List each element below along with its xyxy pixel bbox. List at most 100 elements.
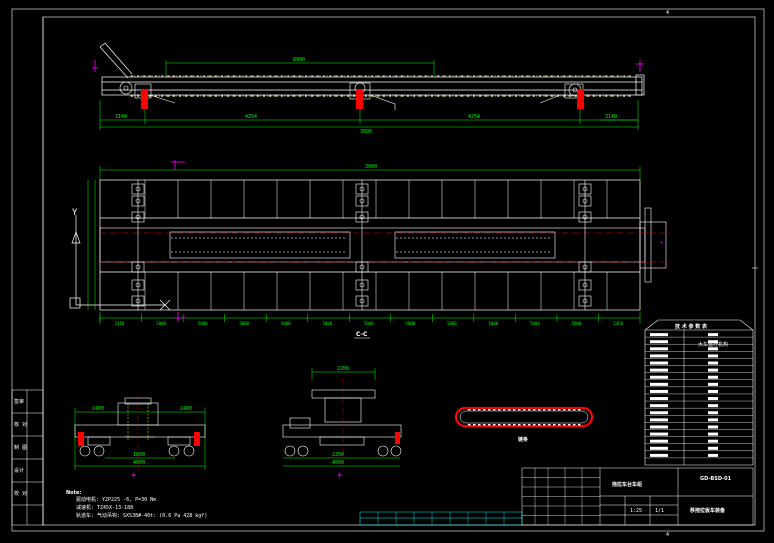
track-dot: [323, 251, 325, 253]
track-dot: [496, 237, 498, 239]
ucs-axis-icon: [69, 215, 171, 311]
chain-dot: [479, 75, 481, 77]
dim-top-overall: 3000: [360, 129, 372, 135]
chain-dot: [407, 75, 409, 77]
chain-dot: [323, 75, 325, 77]
chain-link: [543, 409, 546, 411]
track-dot: [396, 237, 398, 239]
track-dot: [428, 237, 430, 239]
track-dot: [291, 237, 293, 239]
track-dot: [472, 237, 474, 239]
track-dot: [239, 237, 241, 239]
chain-dot: [497, 75, 499, 77]
chain-link: [528, 424, 531, 426]
track-dot: [283, 237, 285, 239]
spec-row-value: [708, 333, 718, 337]
chain-dot: [203, 95, 205, 97]
chain-dot: [239, 75, 241, 77]
svg-text:1800: 1800: [133, 452, 145, 458]
chain-dot: [611, 75, 613, 77]
track-dot: [408, 251, 410, 253]
chain-dot: [605, 75, 607, 77]
track-dot: [436, 237, 438, 239]
chain-dot: [155, 75, 157, 77]
chain-link: [493, 424, 496, 426]
spec-row-value: [708, 446, 718, 450]
track-dot: [199, 237, 201, 239]
spec-row-label: [650, 375, 668, 379]
chain-link: [563, 424, 566, 426]
chain-dot: [269, 75, 271, 77]
spec-row-value: [708, 439, 718, 443]
side-view-left: 2400 2400 1800 4000 ╪: [74, 395, 206, 479]
spec-table-title: 技 术 参 数 表: [675, 323, 708, 330]
track-dot: [532, 237, 534, 239]
side-view-right: 2200 2250 4500 ╪: [282, 366, 402, 479]
track-dot: [279, 237, 281, 239]
chain-dot: [233, 95, 235, 97]
axis-y-label: Y: [72, 208, 78, 218]
strip-item: 设计: [14, 467, 24, 474]
spec-row-label: [650, 446, 668, 450]
chain-dot: [425, 95, 427, 97]
chain-link: [478, 409, 481, 411]
chain-link: [558, 409, 561, 411]
track-dot: [235, 237, 237, 239]
track-dot: [536, 251, 538, 253]
notes-heading: Note:: [66, 490, 81, 496]
chain-dot: [179, 75, 181, 77]
chain-dot: [197, 75, 199, 77]
track-dot: [400, 237, 402, 239]
chain-link: [518, 424, 521, 426]
chain-dot: [419, 95, 421, 97]
spec-row-value: [708, 347, 718, 351]
chain-link: [473, 409, 476, 411]
chain-dot: [311, 95, 313, 97]
track-dot: [504, 237, 506, 239]
dim-plan-bottom: 5000: [447, 321, 457, 326]
track-dot: [219, 237, 221, 239]
chain-link: [533, 409, 536, 411]
spec-row-value: [708, 432, 718, 436]
chain-dot: [533, 95, 535, 97]
chain-dot: [299, 75, 301, 77]
track-dot: [331, 251, 333, 253]
dim-plan-bottom: 5000: [364, 321, 374, 326]
track-dot: [247, 237, 249, 239]
chain-link: [483, 409, 486, 411]
chain-link: [553, 409, 556, 411]
track-dot: [408, 237, 410, 239]
chain-dot: [467, 75, 469, 77]
track-dot: [327, 237, 329, 239]
chain-dot: [335, 95, 337, 97]
spec-row-label: [650, 354, 668, 358]
track-dot: [183, 237, 185, 239]
track-dot: [428, 251, 430, 253]
chain-dot: [317, 95, 319, 97]
chain-dot: [599, 95, 601, 97]
revision-table: [359, 511, 523, 526]
chain-dot: [449, 75, 451, 77]
track-dot: [464, 251, 466, 253]
chain-view: [454, 406, 594, 428]
dim-plan-bottom: 5000: [198, 321, 208, 326]
track-dot: [307, 251, 309, 253]
track-dot: [239, 251, 241, 253]
chain-dot: [449, 95, 451, 97]
track-dot: [215, 251, 217, 253]
track-dot: [540, 251, 542, 253]
chain-link: [468, 409, 471, 411]
elevation-view: 8900 4254 4254 3140 3140 3000: [92, 42, 645, 135]
chain-dot: [227, 95, 229, 97]
svg-text:4500: 4500: [332, 460, 344, 466]
spec-row-label: [650, 411, 668, 415]
chain-dot: [197, 95, 199, 97]
chain-link: [513, 424, 516, 426]
track-dot: [492, 237, 494, 239]
track-dot: [183, 251, 185, 253]
chain-link: [528, 409, 531, 411]
chain-link: [468, 424, 471, 426]
chain-dot: [455, 95, 457, 97]
